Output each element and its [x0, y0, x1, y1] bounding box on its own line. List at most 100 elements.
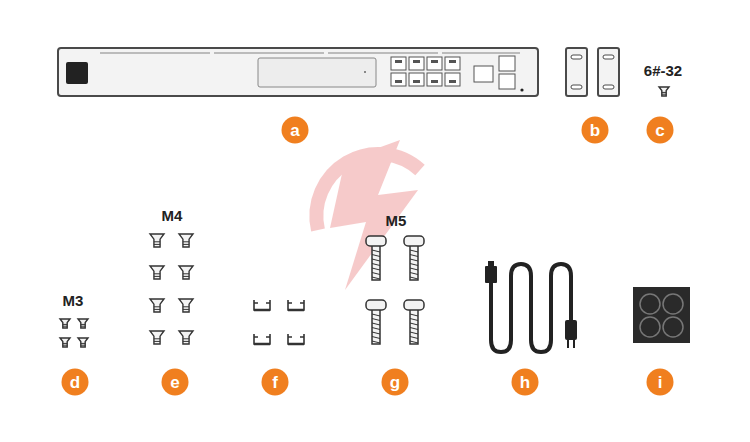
flat-screw — [179, 331, 193, 344]
port-tab — [449, 60, 456, 63]
screw-thread — [410, 250, 418, 252]
callout-number: e — [162, 369, 189, 396]
led — [364, 71, 366, 73]
screw-thread — [154, 338, 160, 339]
callout-number: d — [62, 369, 89, 396]
flat-screw — [179, 299, 193, 312]
cage-clip — [254, 300, 270, 310]
screw-outline — [659, 87, 669, 96]
ear-slot — [571, 85, 582, 89]
foot — [663, 294, 683, 314]
port-tab — [413, 80, 420, 83]
logo-bolt — [330, 140, 418, 290]
callout-number: b — [582, 117, 609, 144]
watermark-logo — [316, 140, 420, 290]
screw-outline — [60, 338, 70, 347]
screw-thread — [410, 319, 418, 321]
screw-thread — [183, 273, 189, 274]
screw-outline — [179, 331, 193, 344]
screw-thread — [410, 259, 418, 261]
screw-thread — [63, 343, 67, 344]
screw-thread — [410, 255, 418, 257]
clip-base — [288, 343, 304, 346]
screw-thread — [410, 314, 418, 316]
screw-thread — [410, 332, 418, 334]
vent-line — [100, 52, 520, 54]
pan-screw — [366, 300, 386, 344]
screw-outline — [78, 338, 88, 347]
screw-thread — [662, 92, 666, 93]
screw-head — [366, 236, 386, 246]
port-tab — [431, 60, 438, 63]
flat-screw — [60, 319, 70, 328]
cage-clip — [288, 334, 304, 344]
screw-outline — [150, 234, 164, 247]
screw-thread — [662, 94, 666, 95]
part-label: M3 — [63, 292, 84, 309]
flat-screw — [179, 234, 193, 247]
screw-thread — [63, 345, 67, 346]
device-body — [58, 48, 538, 96]
part-label: 6#-32 — [644, 62, 682, 79]
flat-screw — [150, 234, 164, 247]
flat-screw — [60, 338, 70, 347]
rack-ears — [566, 48, 619, 96]
screw-thread — [154, 244, 160, 245]
cage-clip — [254, 334, 270, 344]
screw-thread — [183, 341, 189, 342]
flat-screw — [150, 299, 164, 312]
flat-screw — [78, 338, 88, 347]
callout-number: c — [647, 117, 674, 144]
screw-thread — [410, 323, 418, 325]
screw-outline — [179, 266, 193, 279]
port-group — [391, 57, 460, 86]
screw-thread — [372, 337, 380, 339]
port-tab — [413, 60, 420, 63]
screw-thread — [410, 341, 418, 343]
screw-thread — [81, 345, 85, 346]
screw-outline — [150, 299, 164, 312]
screw-head — [404, 236, 424, 246]
display — [66, 62, 88, 84]
clip-base — [288, 309, 304, 312]
feet-sheet — [633, 287, 690, 343]
screw-thread — [410, 268, 418, 270]
plug-pin — [573, 340, 575, 348]
lan-port — [427, 57, 442, 70]
callout-number: f — [262, 369, 289, 396]
screw-thread — [372, 332, 380, 334]
cable — [491, 264, 571, 352]
screw-thread — [183, 306, 189, 307]
sfp-port — [499, 74, 515, 89]
rack-ear — [598, 48, 619, 96]
callout-number: a — [282, 117, 309, 144]
port-tab — [395, 60, 402, 63]
screw-thread — [183, 276, 189, 277]
screw-thread — [63, 324, 67, 325]
flat-screw — [150, 331, 164, 344]
screw-thread — [410, 273, 418, 275]
screw-outline — [150, 266, 164, 279]
screw-shank — [410, 245, 418, 280]
screw-thread — [81, 324, 85, 325]
screw-thread — [372, 277, 380, 279]
cage-clip — [288, 300, 304, 310]
screw-thread — [410, 277, 418, 279]
lan-port — [427, 73, 442, 86]
screw-thread — [410, 337, 418, 339]
screw-thread — [372, 328, 380, 330]
clip-base — [254, 343, 270, 346]
screw-outline — [78, 319, 88, 328]
part-label: M5 — [386, 212, 407, 229]
screw-thread — [183, 338, 189, 339]
screw-thread — [410, 328, 418, 330]
foot — [663, 317, 683, 337]
ear-slot — [603, 55, 614, 59]
lan-port — [391, 57, 406, 70]
reset-hole — [520, 88, 523, 91]
screw-thread — [81, 326, 85, 327]
drive-bay — [258, 58, 376, 87]
mains-plug — [565, 320, 577, 340]
screw-head — [404, 300, 424, 310]
screw-thread — [372, 255, 380, 257]
